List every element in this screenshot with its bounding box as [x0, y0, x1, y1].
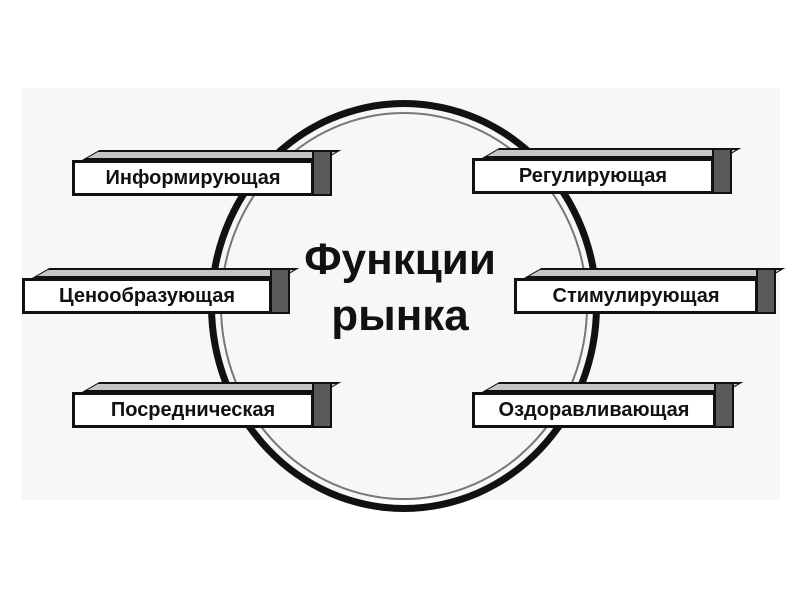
function-box-sanitizing: Оздоравливающая — [472, 382, 744, 428]
function-box-pricing: Ценообразующая — [22, 268, 300, 314]
function-box-stimulating: Стимулирующая — [514, 268, 786, 314]
function-label-pricing: Ценообразующая — [22, 278, 272, 314]
center-title-line2: рынка — [331, 291, 469, 340]
function-label-informing: Информирующая — [72, 160, 314, 196]
function-label-regulating: Регулирующая — [472, 158, 714, 194]
function-box-regulating: Регулирующая — [472, 148, 742, 194]
function-label-intermediary: Посредническая — [72, 392, 314, 428]
function-box-informing: Информирующая — [72, 150, 342, 196]
function-label-stimulating: Стимулирующая — [514, 278, 758, 314]
center-title-line1: Функции — [304, 235, 496, 284]
function-box-intermediary: Посредническая — [72, 382, 342, 428]
function-label-sanitizing: Оздоравливающая — [472, 392, 716, 428]
diagram-center-title: Функции рынка — [290, 232, 510, 344]
